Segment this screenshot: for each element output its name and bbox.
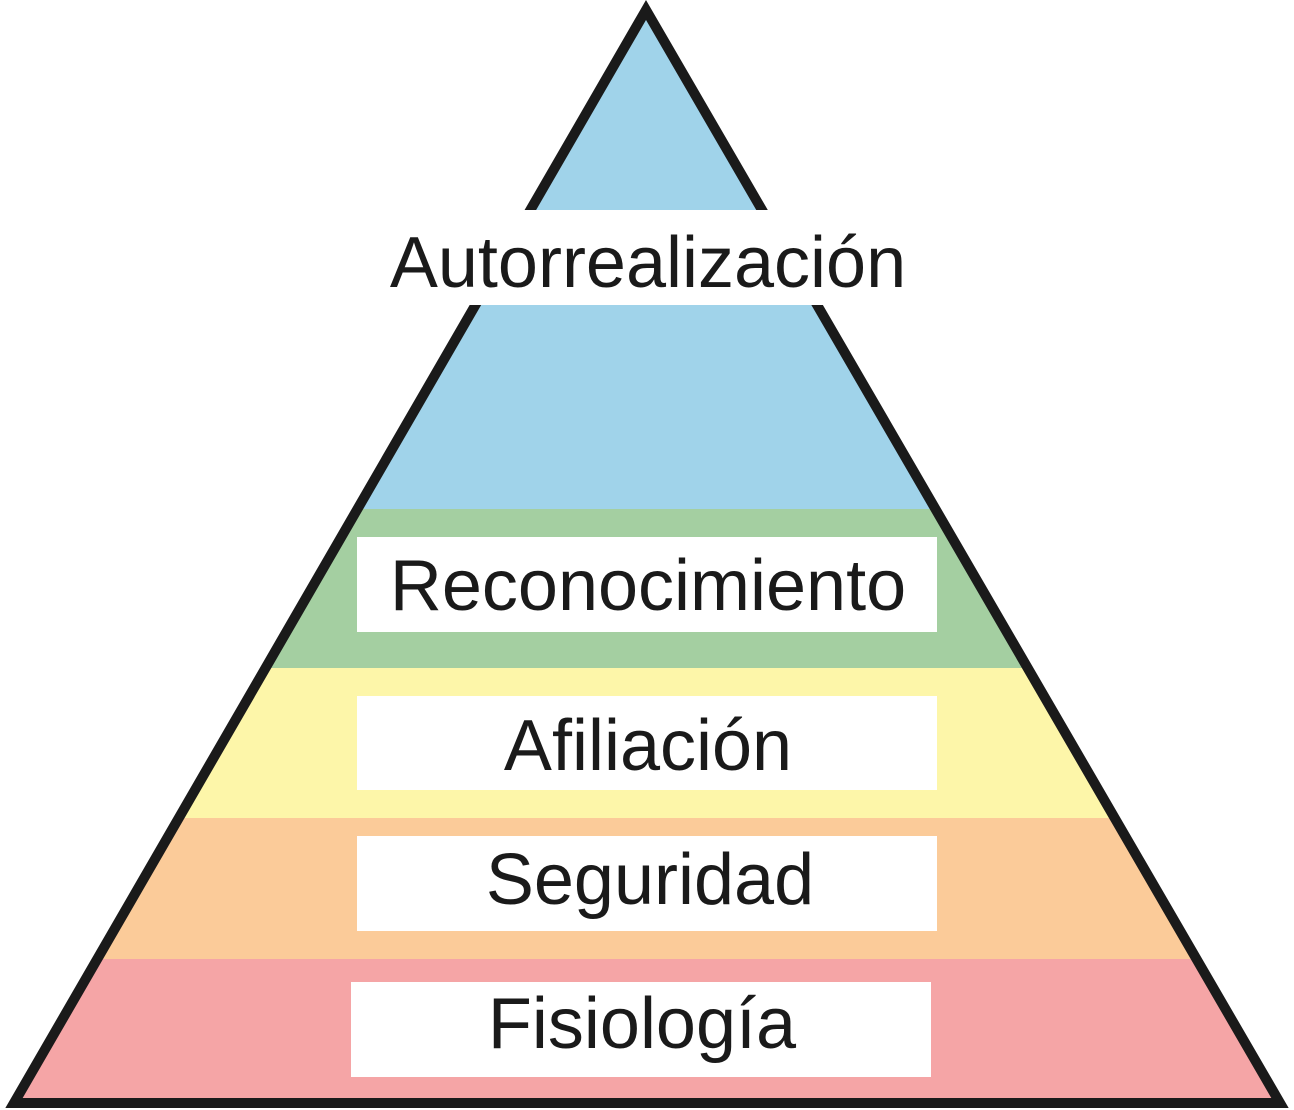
label-seguridad: Seguridad	[486, 840, 814, 920]
label-autorrealizacion: Autorrealización	[390, 223, 906, 303]
label-box-autorrealizacion	[0, 210, 1294, 305]
label-reconocimiento: Reconocimiento	[390, 546, 906, 626]
label-fisiologia: Fisiología	[488, 984, 797, 1064]
pyramid-outline	[5, 0, 1289, 1108]
label-box-afiliacion	[357, 696, 937, 790]
label-afiliacion: Afiliación	[504, 706, 792, 786]
label-box-reconocimiento	[357, 537, 937, 632]
label-box-fisiologia	[351, 982, 931, 1077]
label-box-seguridad	[357, 836, 937, 931]
